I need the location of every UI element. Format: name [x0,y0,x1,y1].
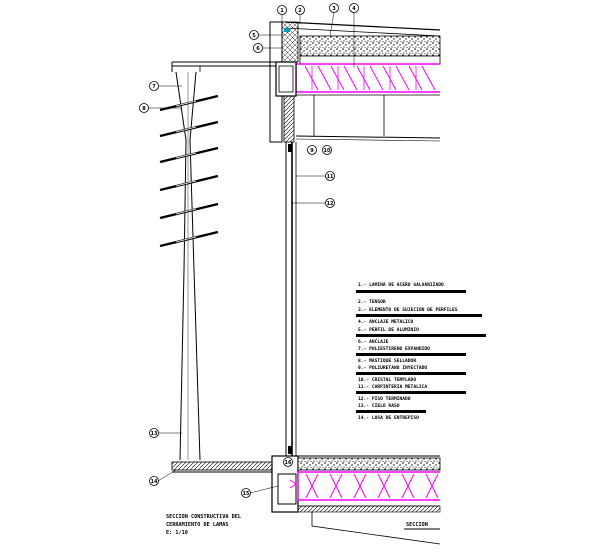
note-6: 6.- ANCLAJE [358,339,389,345]
upper-beam-edge [269,21,299,143]
note-2: 2.- TENSOR [358,299,386,305]
callout-15: 15 [241,485,279,498]
louver-blades [159,94,219,248]
glass-curtain-wall [285,142,297,456]
title-line-1: SECCION CONSTRUCTIVA DEL [166,514,241,520]
note-underline [356,353,466,356]
note-9: 9.- POLIURETANO INYECTADO [358,365,427,371]
callout-7: 7 [149,81,182,91]
notes-legend: 1.- LAMINA DE ACERO GALVANIZADO 2.- TENS… [356,282,486,421]
svg-text:9: 9 [310,148,314,154]
svg-text:6: 6 [256,46,260,52]
svg-text:13: 13 [151,431,158,437]
callout-2: 2 [295,5,305,24]
note-underline [356,334,486,337]
louver-blade [159,174,219,192]
louver-blade [159,202,219,220]
svg-text:2: 2 [298,8,302,14]
svg-text:7: 7 [152,84,156,90]
note-11: 11.- CARPINTERIA METALICA [358,384,427,390]
callout-5: 5 [249,30,284,40]
callout-3: 3 [329,3,339,37]
svg-text:11: 11 [327,174,334,180]
top-rail [171,61,276,72]
svg-text:15: 15 [243,491,250,497]
svg-text:14: 14 [151,479,158,485]
callout-1: 1 [277,5,287,24]
callout-11: 11 [296,171,335,181]
note-13: 13.- CIELO RASO [358,403,400,409]
title-scale: E: 1/10 [166,530,188,536]
bottom-rail [171,461,277,473]
svg-text:16: 16 [285,460,292,466]
callout-14: 14 [149,469,177,486]
callouts: 1 2 3 4 5 6 [139,3,359,498]
callout-10: 10 [322,145,332,155]
upper-slab [284,21,441,142]
louver-blade [159,146,219,164]
svg-text:3: 3 [332,6,336,12]
title-block: SECCION CONSTRUCTIVA DEL CERRAMIENTO DE … [166,514,440,536]
note-10: 10.- CRISTAL TEMPLADO [358,377,416,383]
callout-8: 8 [139,103,182,113]
note-7: 7.- POLIESTIRENO EXPANDIDO [358,346,430,352]
section-label: SECCION [406,522,428,528]
callout-9: 9 [307,145,317,155]
note-underline [356,372,466,375]
note-14: 14.- LOSA DE ENTREPISO [358,415,419,421]
note-underline [356,391,466,394]
svg-text:10: 10 [324,148,331,154]
callout-13: 13 [149,428,182,438]
louver-blade [159,94,219,112]
title-line-2: CERRAMIENTO DE LAMAS [166,522,228,528]
callout-6: 6 [253,43,282,53]
note-4: 4.- ANCLAJE METALICO [358,319,414,325]
callout-16: 16 [283,457,293,467]
note-3: 3.- ELEMENTO DE SUJECION DE PERFILES [358,307,458,313]
callout-12: 12 [292,198,335,208]
svg-text:12: 12 [327,201,334,207]
louver-blade [159,230,219,248]
svg-text:5: 5 [252,33,256,39]
note-underline [356,410,426,413]
note-12: 12.- PISO TERMINADO [358,396,411,402]
callout-4: 4 [349,3,359,68]
upper-joist [295,63,440,93]
lower-slab [271,455,441,545]
louver-blade [159,120,219,138]
svg-text:1: 1 [280,8,284,14]
note-1: 1.- LAMINA DE ACERO GALVANIZADO [358,282,444,288]
note-8: 8.- MASTIQUE SELLADOR [358,358,416,364]
lower-joist [289,471,440,501]
note-underline [356,290,466,293]
note-5: 5.- PERFIL DE ALUMINIO [358,327,419,333]
note-underline [356,314,482,317]
svg-text:8: 8 [142,106,146,112]
svg-text:4: 4 [352,6,356,12]
